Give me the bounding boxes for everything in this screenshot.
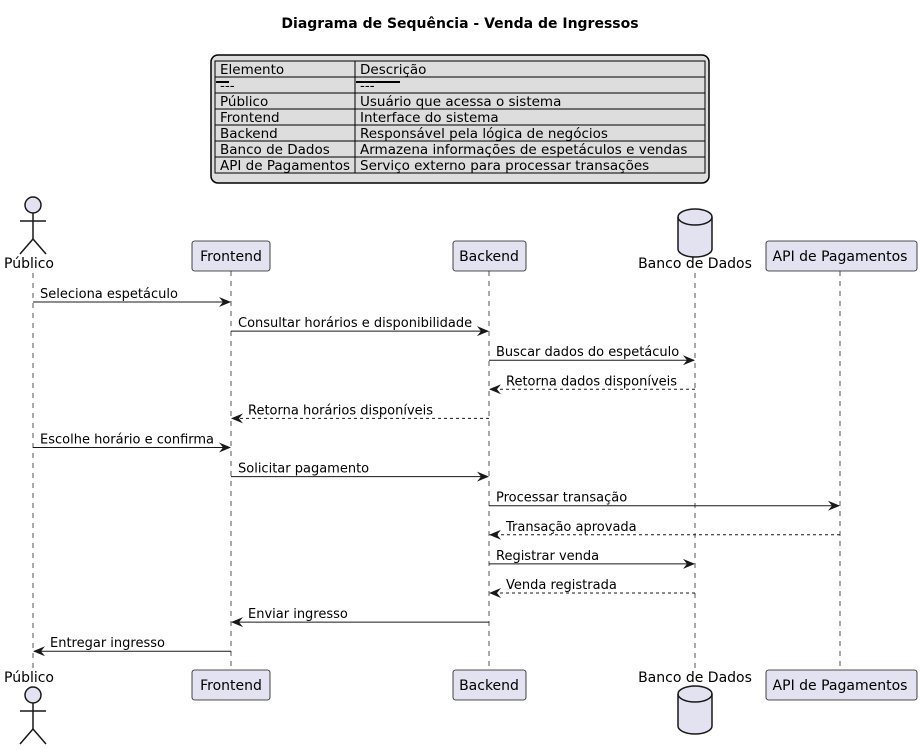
legend-cell-element: Público [220, 94, 268, 110]
diagram-title: Diagrama de Sequência - Venda de Ingress… [281, 16, 638, 32]
message-label: Retorna dados disponíveis [506, 374, 677, 389]
participant-label: API de Pagamentos [773, 678, 908, 694]
participant-box [191, 240, 271, 272]
participant-backend-bottom: Backend [452, 669, 527, 701]
message-9-transacao-aprovada: Transação aprovada [489, 520, 840, 540]
legend-cell-description: Serviço externo para processar transaçõe… [360, 158, 649, 174]
participant-label: Backend [459, 678, 519, 694]
actor-leg [32, 728, 47, 745]
participant-banco-top: Banco de Dados [638, 208, 752, 272]
participant-label: Frontend [200, 678, 262, 694]
legend-cell-element: Frontend [220, 110, 280, 126]
message-label: Seleciona espetáculo [40, 287, 178, 302]
database-rim [677, 216, 713, 226]
actor-head [24, 196, 42, 214]
message-13-entregar-ingresso: Entregar ingresso [33, 636, 231, 657]
participant-box [765, 240, 918, 272]
participant-label: API de Pagamentos [773, 249, 908, 265]
message-11-venda-registrada: Venda registrada [489, 578, 695, 598]
legend-table-border [214, 60, 706, 174]
database-cylinder [677, 685, 713, 735]
participant-label: Backend [459, 249, 519, 265]
legend-cell-element: Banco de Dados [220, 142, 330, 158]
legend-cell-element: API de Pagamentos [220, 158, 350, 174]
participant-box [452, 669, 527, 701]
legend-separator-description: --- [360, 78, 375, 94]
database-cylinder [677, 208, 713, 258]
message-12-enviar-ingresso: Enviar ingresso [231, 607, 489, 628]
participant-label: Público [4, 670, 54, 686]
legend-cell-description: Armazena informações de espetáculos e ve… [360, 142, 687, 158]
message-label: Entregar ingresso [50, 636, 165, 651]
actor-leg [19, 728, 34, 745]
database-rim [677, 693, 713, 703]
legend-separator-element: --- [220, 78, 235, 94]
participant-box [765, 669, 918, 701]
message-2-consultar-horarios-e-disponibilidade: Consultar horários e disponibilidade [231, 316, 489, 337]
participant-label: Banco de Dados [638, 256, 752, 272]
participant-label: Banco de Dados [638, 670, 752, 686]
participant-box [191, 669, 271, 701]
message-label: Enviar ingresso [248, 607, 348, 622]
participant-frontend-top: Frontend [191, 240, 271, 272]
participant-frontend-bottom: Frontend [191, 669, 271, 701]
participant-publico-bottom: Público [4, 670, 54, 745]
message-label: Transação aprovada [505, 520, 637, 535]
participant-box [452, 240, 527, 272]
message-label: Retorna horários disponíveis [248, 403, 433, 418]
message-1-seleciona-espetaculo: Seleciona espetáculo [33, 287, 231, 307]
participant-backend-top: Backend [452, 240, 527, 272]
message-label: Solicitar pagamento [238, 462, 369, 477]
actor-leg [19, 238, 34, 255]
message-label: Escolhe horário e confirma [40, 433, 214, 448]
actor-head [24, 686, 42, 704]
message-8-processar-transacao: Processar transação [489, 491, 840, 511]
message-3-buscar-dados-do-espetaculo: Buscar dados do espetáculo [489, 345, 695, 366]
message-10-registrar-venda: Registrar venda [489, 549, 695, 569]
participant-heads: PúblicoPúblicoFrontendFrontendBackendBac… [4, 196, 918, 745]
participant-label: Público [4, 256, 54, 272]
participant-banco-bottom: Banco de Dados [638, 670, 752, 735]
participant-api-bottom: API de Pagamentos [765, 669, 918, 701]
legend-cell-description: Usuário que acessa o sistema [360, 94, 561, 110]
message-7-solicitar-pagamento: Solicitar pagamento [231, 462, 489, 482]
message-label: Venda registrada [506, 578, 617, 593]
lifelines [32, 271, 841, 670]
legend-cell-description: Responsável pela lógica de negócios [360, 126, 608, 142]
message-4-retorna-dados-disponiveis: Retorna dados disponíveis [489, 374, 695, 395]
legend-header-element: Elemento [220, 62, 284, 78]
actor-leg [32, 238, 47, 255]
legend-cell-element: Backend [220, 126, 278, 142]
legend-cell-description: Interface do sistema [360, 110, 499, 126]
participant-api-top: API de Pagamentos [765, 240, 918, 272]
message-label: Consultar horários e disponibilidade [238, 316, 472, 331]
message-label: Registrar venda [496, 549, 599, 564]
participant-label: Frontend [200, 249, 262, 265]
message-label: Buscar dados do espetáculo [496, 345, 679, 360]
message-label: Processar transação [496, 491, 627, 506]
message-6-escolhe-horario-e-confirma: Escolhe horário e confirma [33, 433, 231, 453]
message-5-retorna-horarios-disponiveis: Retorna horários disponíveis [231, 403, 489, 424]
legend-box [210, 54, 710, 184]
participant-publico-top: Público [4, 196, 54, 272]
legend-header-description: Descrição [360, 62, 426, 78]
